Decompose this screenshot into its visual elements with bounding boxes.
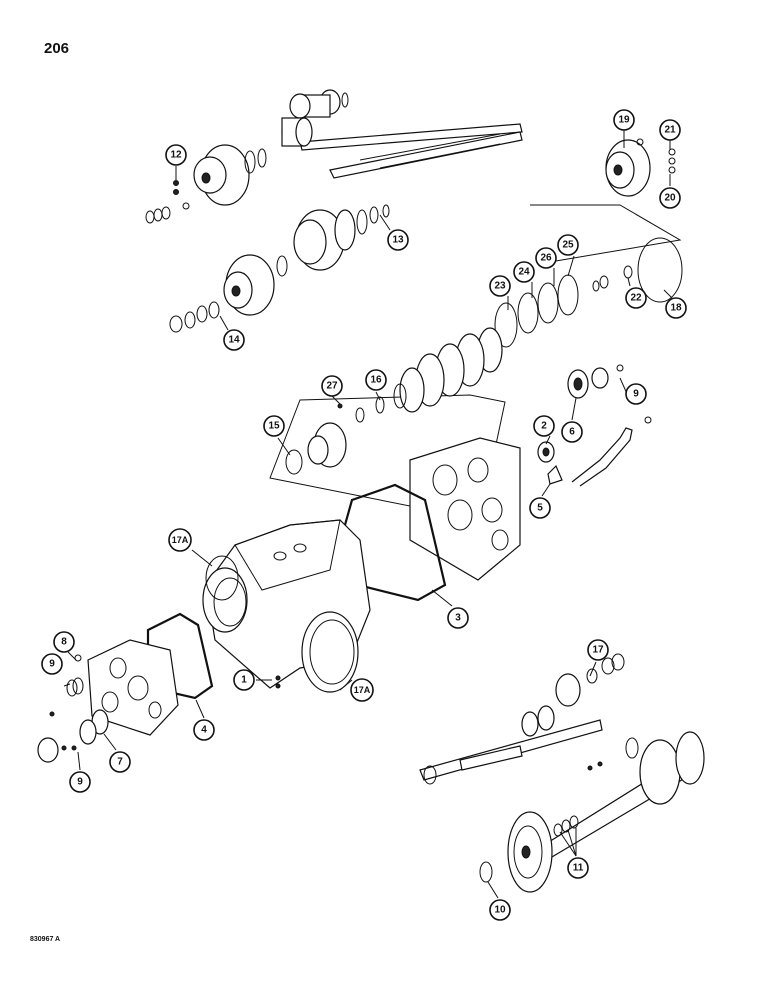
callout-2: 2 <box>533 415 555 437</box>
callout-label: 10 <box>494 905 506 916</box>
callout-label: 17A <box>172 535 189 545</box>
right-side-parts <box>537 364 652 487</box>
callout-label: 4 <box>201 725 207 736</box>
callout-label: 23 <box>494 281 506 292</box>
callout-13: 13 <box>387 229 409 251</box>
callout-5: 5 <box>529 497 551 519</box>
callout-label: 15 <box>268 421 280 432</box>
leader-lines <box>63 130 673 899</box>
callout-label: 11 <box>573 863 584 874</box>
callout-label: 6 <box>569 427 575 438</box>
callout-label: 1 <box>241 675 247 686</box>
callout-26: 26 <box>535 247 557 269</box>
callout-label: 22 <box>630 293 642 304</box>
callout-12: 12 <box>165 144 187 166</box>
callout-label: 2 <box>541 421 547 432</box>
callout-label: 13 <box>392 235 404 246</box>
callout-1: 1 <box>233 669 255 691</box>
callout-19: 19 <box>613 109 635 131</box>
callout-9-left-lower: 9 <box>69 771 91 793</box>
lower-shaft-assembly <box>419 653 705 893</box>
figure-id: 830967 A <box>30 936 61 943</box>
callout-27: 27 <box>321 375 343 397</box>
callout-label: 9 <box>77 777 83 788</box>
callout-16: 16 <box>365 369 387 391</box>
callout-label: 7 <box>117 757 123 768</box>
main-housing <box>202 519 371 693</box>
page-number: 206 <box>44 40 70 57</box>
callout-label: 21 <box>664 125 676 136</box>
callout-label: 14 <box>228 335 240 346</box>
callout-17: 17 <box>587 639 609 661</box>
callout-25: 25 <box>557 234 579 256</box>
callout-23: 23 <box>489 275 511 297</box>
clutch-pack <box>269 327 506 521</box>
callout-7: 7 <box>109 751 131 773</box>
callout-9-left-upper: 9 <box>41 653 63 675</box>
callout-label: 25 <box>562 240 574 251</box>
callout-8: 8 <box>53 631 75 653</box>
callout-label: 3 <box>455 613 461 624</box>
callout-label: 9 <box>49 659 55 670</box>
upper-right-gear-group <box>494 138 683 348</box>
rear-cover-plate <box>409 437 521 581</box>
callout-17a-right: 17A <box>350 678 374 702</box>
callout-label: 24 <box>518 267 530 278</box>
callout-label: 9 <box>633 389 639 400</box>
callout-label: 20 <box>664 193 676 204</box>
callout-label: 27 <box>326 381 338 392</box>
callout-label: 17 <box>592 645 604 656</box>
callout-21: 21 <box>659 119 681 141</box>
callout-label: 16 <box>370 375 382 386</box>
callout-4: 4 <box>193 719 215 741</box>
callout-label: 26 <box>540 253 552 264</box>
callout-6: 6 <box>561 421 583 443</box>
callout-24: 24 <box>513 261 535 283</box>
callout-3: 3 <box>447 607 469 629</box>
callout-label: 19 <box>618 115 630 126</box>
callout-22: 22 <box>625 287 647 309</box>
callout-17a-left: 17A <box>168 528 192 552</box>
callout-14: 14 <box>223 329 245 351</box>
callout-18: 18 <box>665 297 687 319</box>
callout-9-right: 9 <box>625 383 647 405</box>
front-cover-plate <box>37 639 179 763</box>
callout-label: 17A <box>354 685 371 695</box>
upper-shaft-assembly <box>145 89 523 333</box>
callout-10: 10 <box>489 899 511 921</box>
callout-label: 5 <box>537 503 543 514</box>
callout-label: 12 <box>170 150 182 161</box>
callout-label: 8 <box>61 637 67 648</box>
callout-20: 20 <box>659 187 681 209</box>
callout-label: 18 <box>670 303 682 314</box>
callout-15: 15 <box>263 415 285 437</box>
callout-11: 11 <box>567 857 589 879</box>
